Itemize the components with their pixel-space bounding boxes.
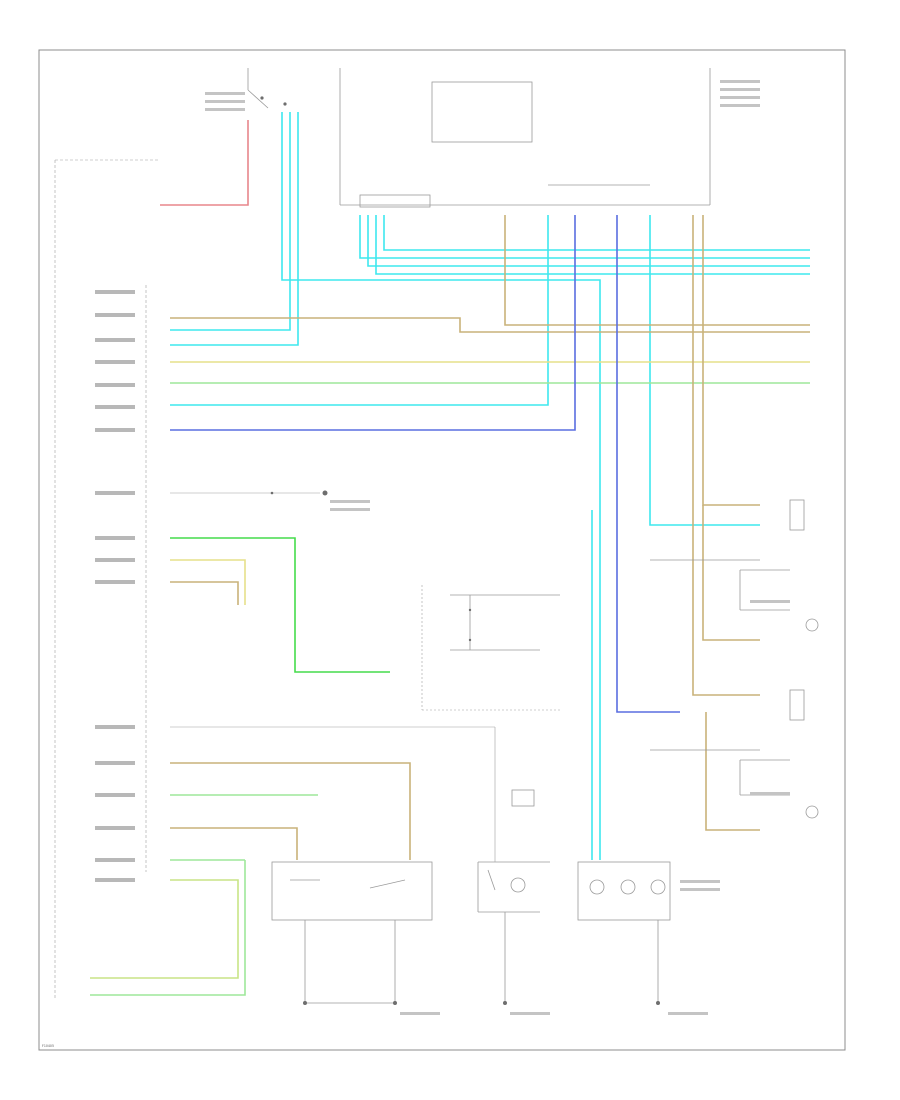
bottom-lamp-cluster [577,861,671,1005]
diagram-frame [38,49,846,1051]
wire-tan-right-1 [692,215,760,696]
wire-green-bright [170,537,390,673]
top-switch [247,68,287,109]
control-module-block [54,159,160,1000]
wire-tan-right-3 [702,505,760,641]
right-lamp-group [650,499,819,819]
wire-tan-1 [170,317,810,333]
wire-yellow-2 [170,559,246,605]
wire-tan-right-4 [705,712,760,831]
wire-group-cyan [170,112,810,860]
ground-left [170,490,328,496]
fuse-block [339,68,711,208]
wire-green-5 [90,860,246,996]
label-marks [95,80,790,1015]
wire-tan-3 [170,581,239,605]
bottom-switch-box [271,861,433,1005]
relay-box [421,585,560,711]
wire-tan-2 [504,215,810,326]
bottom-lamp-box [477,727,550,1005]
page-code: F10405 [42,1044,54,1048]
wire-pink [160,120,249,206]
wire-blue-2 [616,215,680,713]
wire-tan-5 [170,827,298,860]
wire-tan-4 [170,762,411,860]
wire-blue [170,215,576,431]
wire-yellow-3 [90,879,239,979]
